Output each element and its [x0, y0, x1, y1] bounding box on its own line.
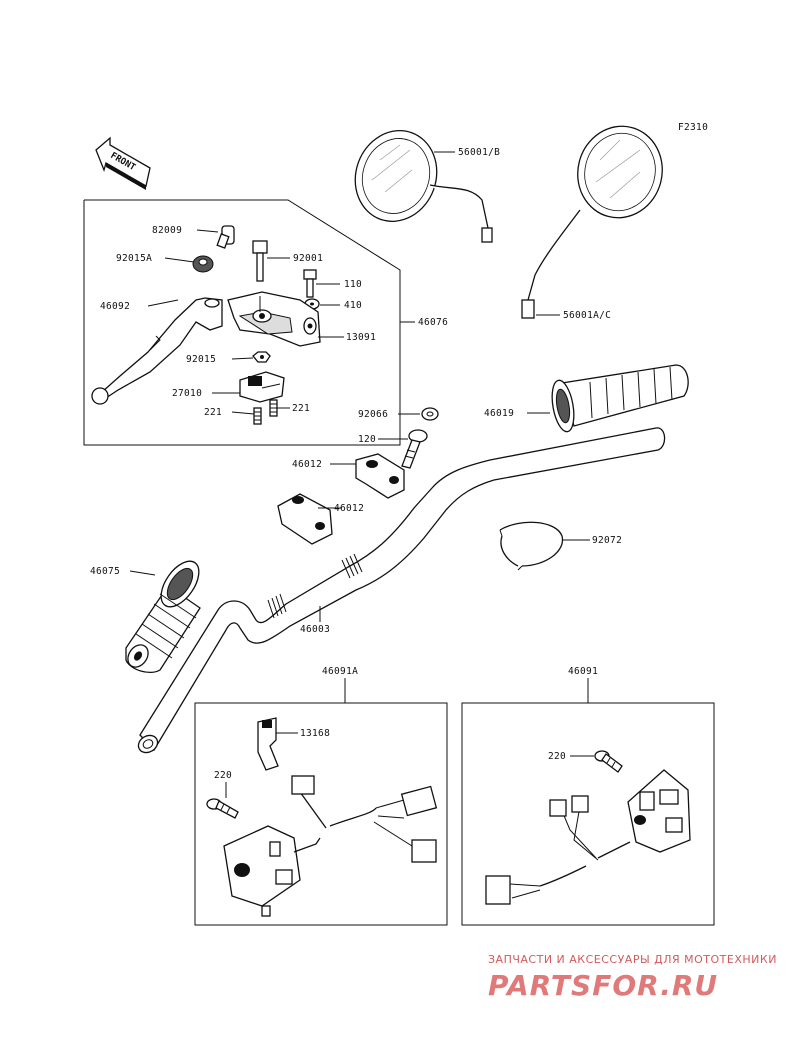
lever-holder-13091 [227, 291, 321, 347]
label-46003: 46003 [300, 624, 330, 635]
label-221-left: 221 [204, 407, 222, 418]
left-switch-housing [223, 775, 438, 917]
bolt-82009 [216, 225, 235, 249]
watermark-caption: ЗАПЧАСТИ И АКСЕССУАРЫ ДЛЯ МОТОТЕХНИКИ [488, 953, 777, 966]
screw-220-right [594, 750, 623, 773]
label-46092: 46092 [100, 301, 130, 312]
holder-46012-lower [277, 493, 333, 545]
label-92072: 92072 [592, 535, 622, 546]
label-92015A: 92015A [116, 253, 152, 264]
nut-92015 [252, 351, 271, 363]
label-220-right: 220 [548, 751, 566, 762]
throttle-grip-46019 [551, 364, 689, 433]
watermark-brand: PARTSFOR.RU [488, 969, 718, 1002]
label-46012-upper: 46012 [292, 459, 322, 470]
bolt-110 [303, 269, 317, 298]
label-120: 120 [358, 434, 376, 445]
lever-assembly-box [83, 199, 415, 446]
label-110: 110 [344, 279, 362, 290]
right-switch-housing [485, 769, 691, 905]
screw-220-left [206, 798, 239, 819]
bolt-92001 [252, 240, 268, 282]
label-82009: 82009 [152, 225, 182, 236]
mirror-56001B [354, 130, 493, 243]
handlebar-46003 [137, 427, 666, 754]
label-46012-lower: 46012 [334, 503, 364, 514]
label-220-left: 220 [214, 770, 232, 781]
washer-92066 [421, 407, 439, 421]
switch-box-46091 [461, 678, 715, 926]
label-46019: 46019 [484, 408, 514, 419]
label-46075: 46075 [90, 566, 120, 577]
label-27010: 27010 [172, 388, 202, 399]
label-410: 410 [344, 300, 362, 311]
holder-46012-upper [355, 453, 405, 499]
label-46091: 46091 [568, 666, 598, 677]
screw-221-right [269, 399, 278, 417]
clamp-13168 [257, 717, 279, 771]
bolt-120 [401, 429, 428, 469]
left-grip-46075 [125, 560, 201, 674]
label-56001B: 56001/B [458, 147, 500, 158]
screw-221-left [253, 407, 262, 425]
label-221-right: 221 [292, 403, 310, 414]
label-46091A: 46091A [322, 666, 358, 677]
label-13091: 13091 [346, 332, 376, 343]
nut-92015A [192, 255, 214, 273]
label-46076: 46076 [418, 317, 448, 328]
switch-27010 [239, 371, 285, 403]
label-92066: 92066 [358, 409, 388, 420]
label-13168: 13168 [300, 728, 330, 739]
mirror-56001AC [521, 125, 663, 319]
label-56001AC: 56001A/C [563, 310, 611, 321]
front-arrow-icon: FRONT [95, 136, 151, 190]
switch-box-46091A [194, 678, 448, 926]
band-92072 [499, 521, 564, 571]
figure-code: F2310 [678, 122, 708, 133]
label-92015: 92015 [186, 354, 216, 365]
lever-46092 [91, 297, 223, 405]
label-92001: 92001 [293, 253, 323, 264]
watermark: ЗАПЧАСТИ И АКСЕССУАРЫ ДЛЯ МОТОТЕХНИКИ PA… [488, 953, 777, 1002]
